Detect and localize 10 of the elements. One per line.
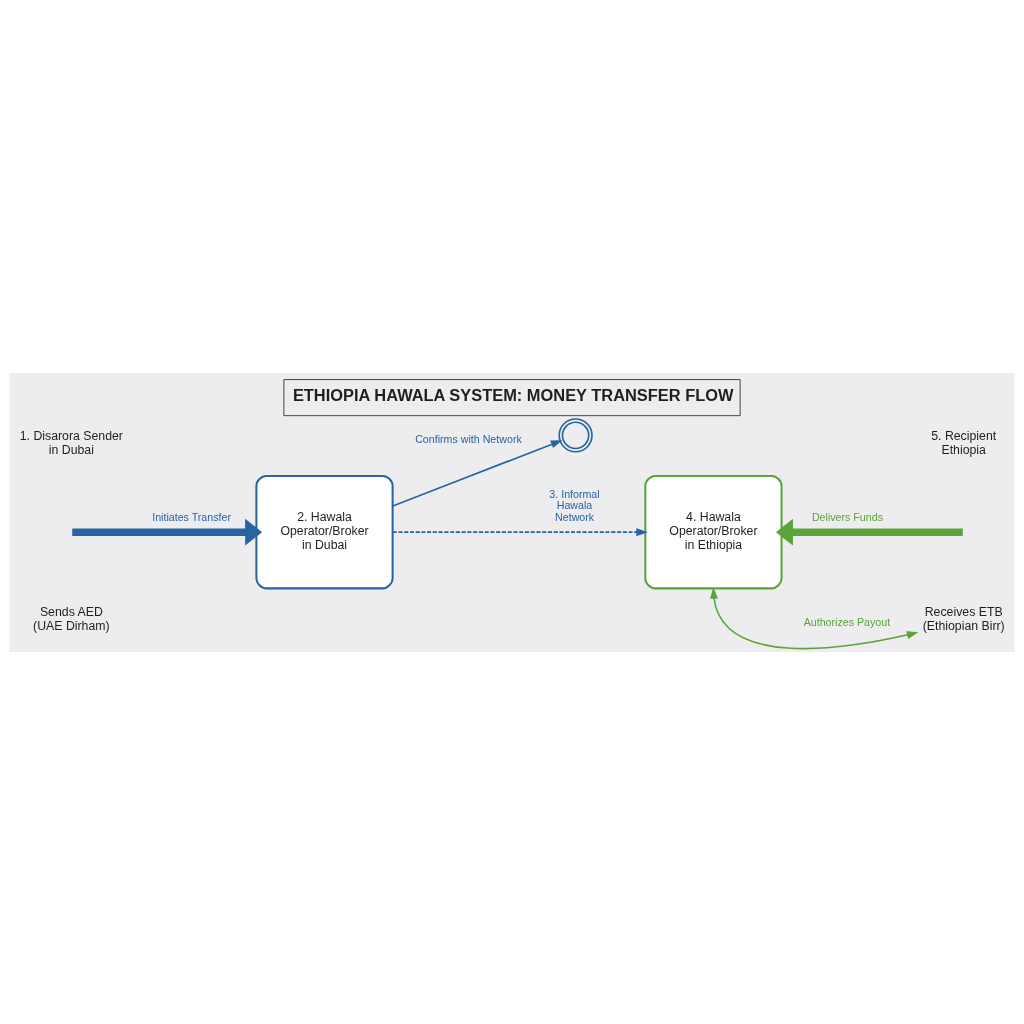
label: 1. Disarora Sender in Dubai xyxy=(19,428,123,457)
edge-label: Confirms with Network xyxy=(415,432,522,445)
diagram-title: ETHIOPIA HAWALA SYSTEM: MONEY TRANSFER FLOW xyxy=(292,385,734,404)
edge-label: 3. Informal Hawala Network xyxy=(549,487,600,523)
label: 5. Recipient Ethiopia xyxy=(931,428,997,457)
edge-label: Initiates Transfer xyxy=(152,510,231,523)
label: Sends AED (UAE Dirham) xyxy=(33,604,110,633)
edge-label: Delivers Funds xyxy=(811,510,883,523)
edge-label: Authorizes Payout xyxy=(803,615,891,628)
node-text: Receives ETB (Ethiopian Birr) xyxy=(922,604,1005,633)
